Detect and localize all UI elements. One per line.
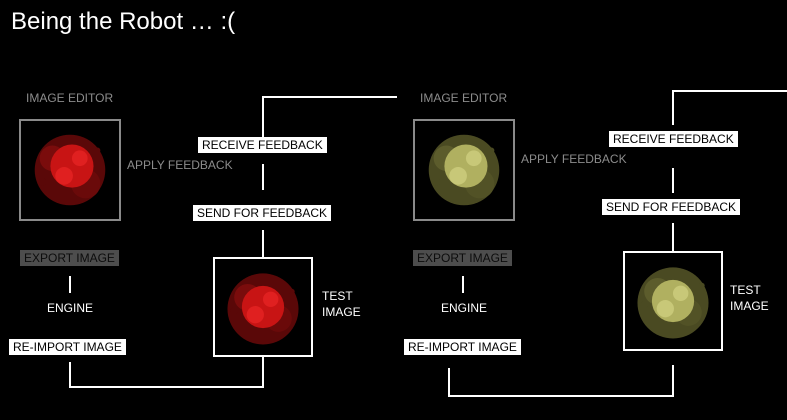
- left-bottom-connector: [69, 357, 264, 388]
- left-top-connector: [262, 96, 397, 138]
- right-image-editor-label: IMAGE EDITOR: [420, 91, 508, 105]
- right-editor-image-frame: [413, 119, 515, 221]
- left-test-image-label: TEST IMAGE: [322, 289, 361, 319]
- left-export-image-box: EXPORT IMAGE: [20, 250, 119, 266]
- left-engine-label: ENGINE: [47, 301, 94, 315]
- right-receive-feedback-box: RECEIVE FEEDBACK: [609, 131, 738, 147]
- left-send-for-feedback-box: SEND FOR FEEDBACK: [193, 205, 332, 221]
- right-apply-feedback-label: APPLY FEEDBACK: [521, 152, 627, 166]
- right-export-image-box: EXPORT IMAGE: [413, 250, 512, 266]
- right-bottom-connector: [448, 365, 674, 397]
- right-send-for-feedback-box: SEND FOR FEEDBACK: [602, 199, 741, 215]
- left-receive-feedback-box: RECEIVE FEEDBACK: [198, 137, 327, 153]
- left-reimport-image-box: RE-IMPORT IMAGE: [9, 339, 126, 355]
- right-test-olive-blob: [637, 267, 709, 339]
- right-test-image-frame: [623, 251, 723, 351]
- right-test-image-label: TEST IMAGE: [730, 283, 769, 313]
- left-editor-red-blob: [34, 134, 106, 206]
- left-test-red-blob: [227, 273, 299, 345]
- right-editor-olive-blob: [428, 134, 500, 206]
- slide-title: Being the Robot … :(: [11, 8, 236, 35]
- left-image-editor-label: IMAGE EDITOR: [26, 91, 114, 105]
- left-editor-image-frame: [19, 119, 121, 221]
- left-apply-feedback-label: APPLY FEEDBACK: [127, 158, 233, 172]
- right-engine-label: ENGINE: [441, 301, 488, 315]
- right-reimport-image-box: RE-IMPORT IMAGE: [404, 339, 521, 355]
- right-top-connector: [672, 90, 787, 125]
- left-test-image-frame: [213, 257, 313, 357]
